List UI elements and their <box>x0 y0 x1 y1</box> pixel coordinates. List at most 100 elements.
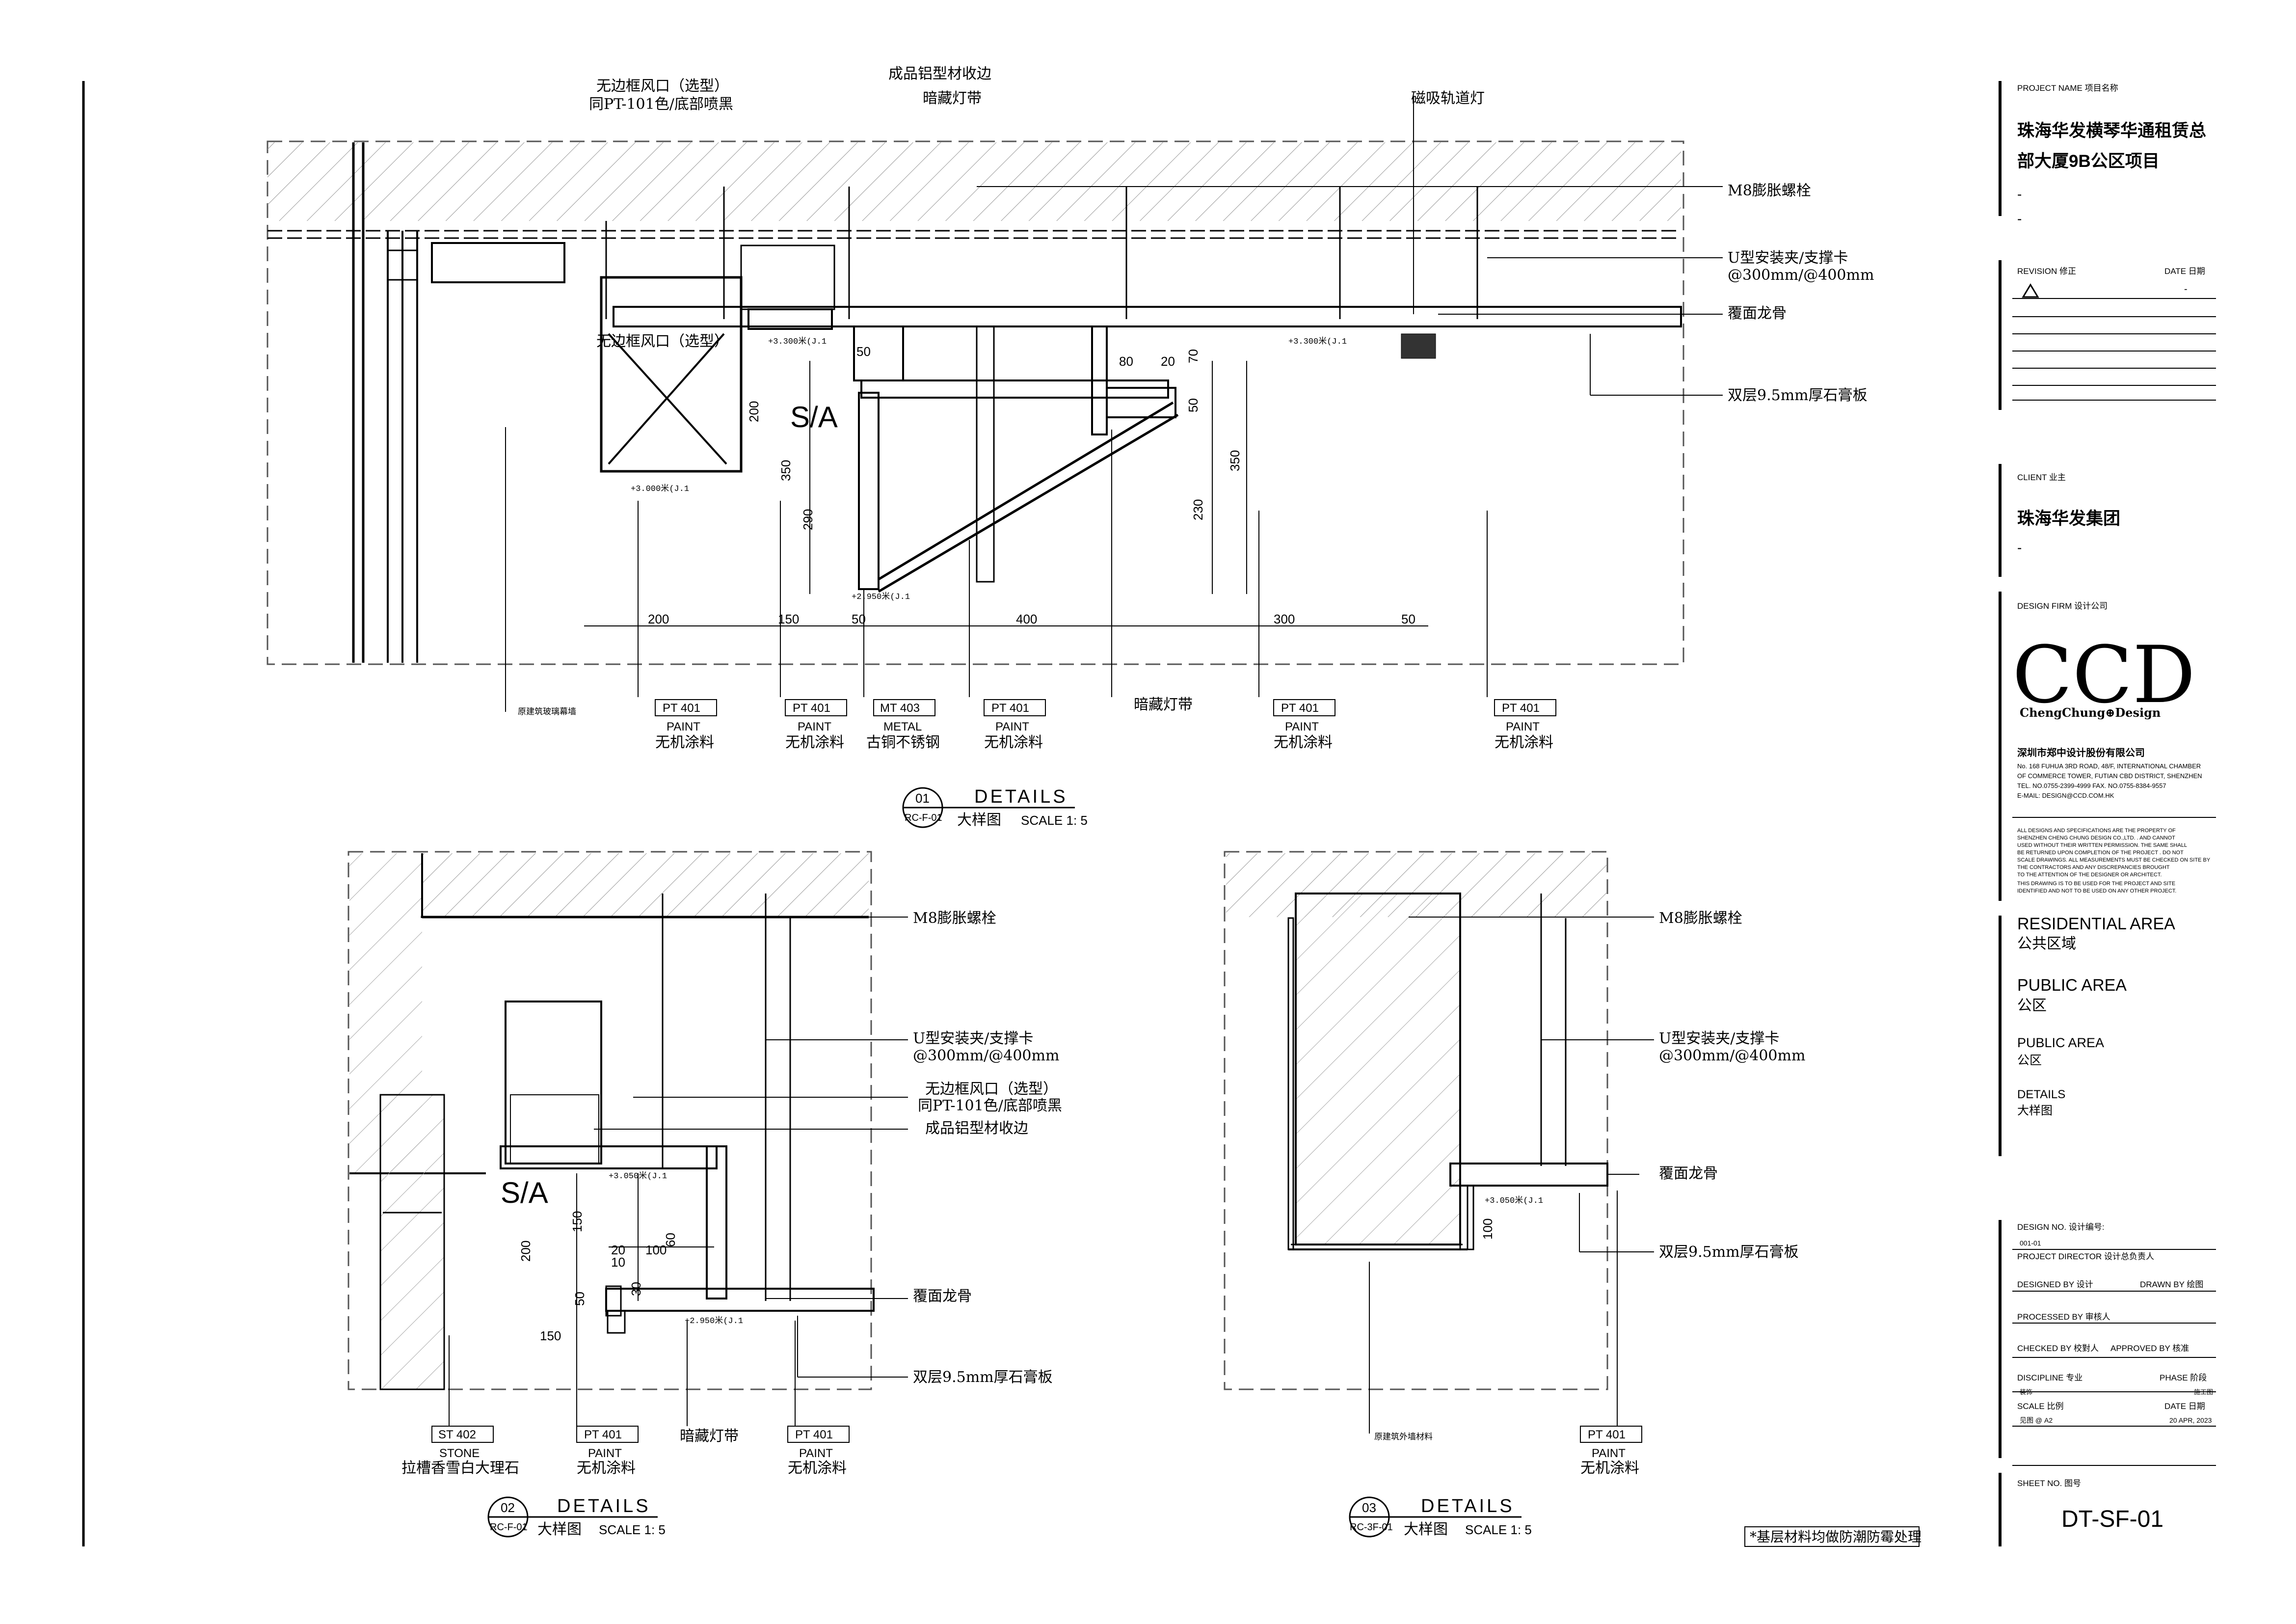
tag-type: PAINT <box>798 720 831 733</box>
project-name-line1: 珠海华发横琴华通租赁总 <box>2017 121 2206 140</box>
d2-dim: 200 <box>518 1241 533 1262</box>
scale-value: 见图 @ A2 <box>2020 1416 2053 1424</box>
tag-type: PAINT <box>995 720 1029 733</box>
disclaimer: ALL DESIGNS AND SPECIFICATIONS ARE THE P… <box>2017 828 2211 894</box>
area2-en: PUBLIC AREA <box>2017 976 2127 995</box>
d1-hidden-light-label: 暗藏灯带 <box>923 90 982 107</box>
disclaimer-line: USED WITHOUT THEIR WRITTEN PERMISSION. T… <box>2017 842 2187 848</box>
drawn-by-label: DRAWN BY 绘图 <box>2140 1280 2203 1289</box>
d1-sa-label: S/A <box>790 401 838 433</box>
tag-code: MT 403 <box>880 702 920 715</box>
callout-cn: 大样图 <box>957 812 1001 829</box>
tag-desc: 无机涂料 <box>1495 734 1553 751</box>
d1-uclip-label: U型安装夹/支撑卡 <box>1728 249 1848 267</box>
d1-dim: 80 <box>1119 354 1133 369</box>
revision-date-value: - <box>2184 284 2188 295</box>
designed-by-label: DESIGNED BY 设计 <box>2017 1280 2093 1289</box>
d1-level: +3.000米(J.1 <box>631 484 689 494</box>
project-director-label: PROJECT DIRECTOR 设计总负责人 <box>2017 1252 2154 1261</box>
d2-vent-label-a: 无边框风口（选型） <box>925 1081 1058 1098</box>
drawing-title-en: DETAILS <box>2017 1088 2065 1101</box>
firm-address-2: OF COMMERCE TOWER, FUTIAN CBD DISTRICT, … <box>2017 772 2202 780</box>
ccd-logo-sub: ChengChung⊕Design <box>2020 705 2161 720</box>
area1-en: RESIDENTIAL AREA <box>2017 915 2175 933</box>
d3-level: +3.050米(J.1 <box>1485 1195 1543 1206</box>
scale-date-label: DATE 日期 <box>2164 1402 2205 1411</box>
firm-email: E-MAIL: DESIGN@CCD.COM.HK <box>2017 792 2114 799</box>
d2-sa-label: S/A <box>501 1176 548 1209</box>
project-name-line2: 部大厦9B公区项目 <box>2017 152 2160 171</box>
callout-ref: RC-F-01 <box>490 1522 528 1533</box>
detail-2 <box>347 851 908 1426</box>
d1-vent-label-a: 无边框风口（选型） <box>596 78 729 95</box>
d2-keel-label: 覆面龙骨 <box>913 1288 972 1305</box>
tag-type: METAL <box>883 720 922 733</box>
concrete-slab <box>491 142 1681 221</box>
d2-bolt-label: M8膨胀螺栓 <box>913 910 996 927</box>
tag-type: STONE <box>439 1447 480 1460</box>
d2-dim: 150 <box>540 1328 561 1343</box>
design-no-value: 001-01 <box>2020 1239 2041 1247</box>
d1-magnetic-light-label: 磁吸轨道灯 <box>1411 90 1485 107</box>
title-block-frame <box>1999 81 2216 1546</box>
disclaimer-line: SCALE DRAWINGS. ALL MEASUREMENTS MUST BE… <box>2017 857 2211 863</box>
d1-bolt-label: M8膨胀螺栓 <box>1728 182 1811 199</box>
d1-alum-trim-label: 成品铝型材收边 <box>888 65 991 82</box>
client-dash: - <box>2017 540 2022 555</box>
d2-dim: 10 <box>611 1255 625 1270</box>
tag-code: PT 401 <box>793 702 830 715</box>
disclaimer-line: SHENZHEN CHENG CHUNG DESIGN CO.,LTD. . A… <box>2017 835 2175 841</box>
callout-scale: SCALE 1: 5 <box>599 1522 666 1537</box>
tag-desc: 无机涂料 <box>655 734 714 751</box>
tag-code: PT 401 <box>795 1428 833 1441</box>
callout-ref: RC-3F-01 <box>1350 1522 1393 1533</box>
footnote-text: *基层材料均做防潮防霉处理 <box>1750 1529 1922 1545</box>
detail-3 <box>1224 851 1654 1434</box>
firm-name: 深圳市郑中设计股份有限公司 <box>2017 747 2145 758</box>
d1-tag: PT 401 PAINT 无机涂料 <box>785 699 847 751</box>
discipline-value: 装饰 <box>2020 1388 2032 1396</box>
area1-cn: 公共区域 <box>2017 936 2076 952</box>
processed-by-label: PROCESSED BY 审核人 <box>2017 1312 2110 1322</box>
area2-cn: 公区 <box>2017 998 2047 1014</box>
footnote: *基层材料均做防潮防霉处理 <box>1744 1526 1922 1547</box>
d2-tag: PT 401 PAINT 无机涂料 <box>576 1426 639 1477</box>
d1-dim: 200 <box>648 612 669 626</box>
tag-type: PAINT <box>799 1447 833 1460</box>
d1-dim: 50 <box>856 344 871 359</box>
d2-hidden-light-label: 暗藏灯带 <box>680 1428 739 1445</box>
revision-label: REVISION 修正 <box>2017 267 2076 276</box>
tag-desc: 无机涂料 <box>984 734 1043 751</box>
tag-desc: 无机涂料 <box>1274 734 1333 751</box>
d1-level: +3.300米(J.1 <box>1288 336 1347 347</box>
d3-gypsum-label: 双层9.5mm厚石膏板 <box>1659 1244 1799 1261</box>
d1-dim: 20 <box>1161 354 1175 369</box>
date-value: 20 APR, 2023 <box>2169 1416 2212 1424</box>
callout-num: 03 <box>1362 1500 1376 1515</box>
d1-level: +3.300米(J.1 <box>768 336 827 347</box>
disclaimer-line: IDENTIFIED AND NOT TO BE USED ON ANY OTH… <box>2017 888 2176 894</box>
d2-level: +3.050米(J.1 <box>609 1171 667 1181</box>
d2-uclip-spacing: @300mm/@400mm <box>913 1047 1059 1064</box>
callout-cn: 大样图 <box>1404 1521 1448 1538</box>
tag-code: PT 401 <box>1588 1428 1626 1441</box>
d2-dim: 150 <box>570 1211 585 1232</box>
callout-num: 01 <box>915 791 930 806</box>
client-name: 珠海华发集团 <box>2017 509 2120 528</box>
d2-dim: 20 <box>611 1243 625 1257</box>
callout-title: DETAILS <box>974 786 1068 807</box>
d3-exterior-wall-label: 原建筑外墙材料 <box>1374 1432 1433 1441</box>
area3-en: PUBLIC AREA <box>2017 1035 2104 1050</box>
d1-tag: PT 401 PAINT 无机涂料 <box>1273 699 1335 751</box>
d2-tag: PT 401 PAINT 无机涂料 <box>787 1426 850 1477</box>
d1-dim: 50 <box>1186 398 1201 412</box>
d3-uclip-spacing: @300mm/@400mm <box>1659 1047 1805 1064</box>
warning-icon <box>2022 283 2039 298</box>
callout-title: DETAILS <box>557 1496 651 1516</box>
d1-dim: 150 <box>778 612 799 626</box>
tag-code: PT 401 <box>1502 702 1540 715</box>
sheet-no: DT-SF-01 <box>2061 1506 2163 1532</box>
project-name-label: PROJECT NAME 项目名称 <box>2017 83 2118 93</box>
tag-code: PT 401 <box>663 702 700 715</box>
area3-cn: 公区 <box>2017 1054 2042 1067</box>
